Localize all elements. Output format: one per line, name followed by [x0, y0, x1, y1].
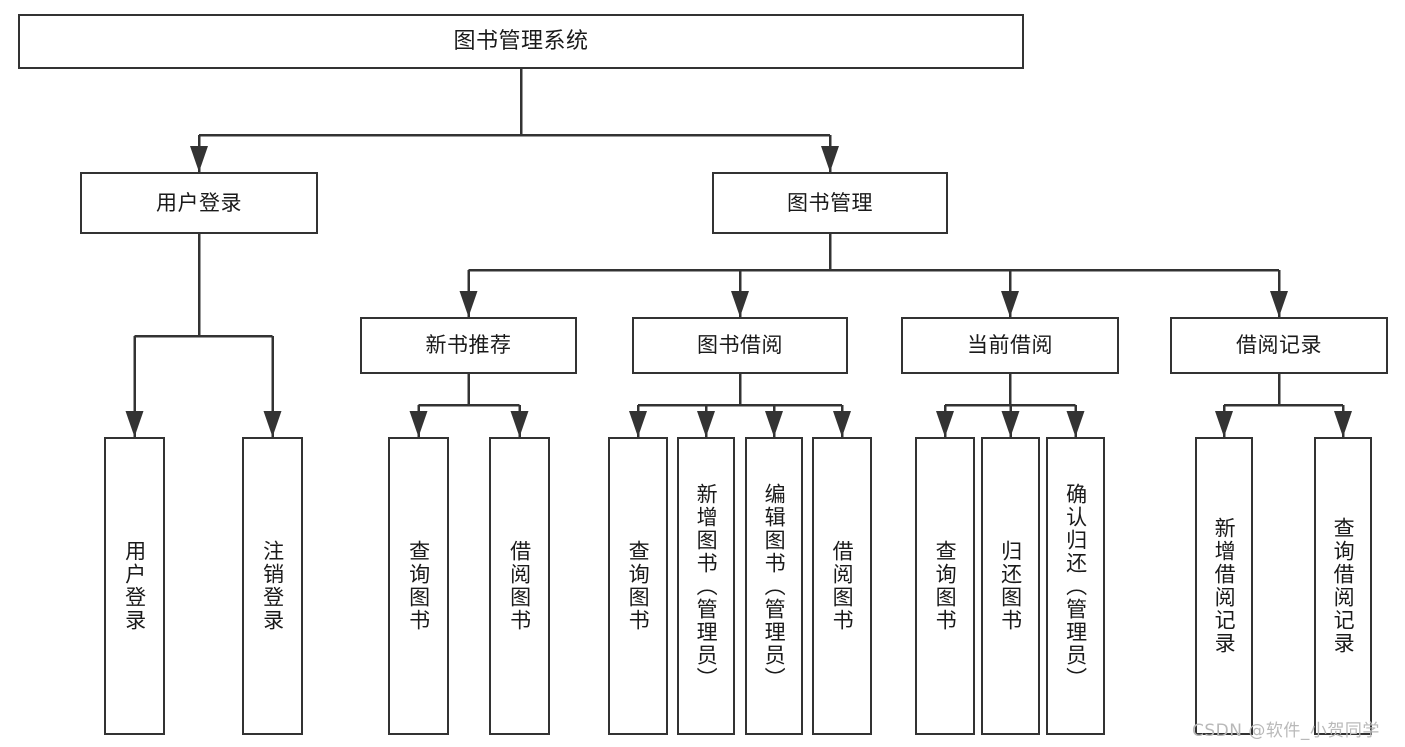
- node-label: 图书借阅: [697, 333, 783, 358]
- arrowhead-icon: [459, 291, 478, 317]
- node-label: 用户登录: [122, 540, 147, 632]
- node-label: 查询借阅记录: [1331, 517, 1356, 655]
- node-cur-return[interactable]: 归还图书: [981, 437, 1040, 735]
- node-records[interactable]: 借阅记录: [1170, 317, 1388, 374]
- arrowhead-icon: [1066, 411, 1085, 437]
- node-label: 查询图书: [626, 540, 651, 632]
- node-login-in[interactable]: 用户登录: [104, 437, 165, 735]
- arrowhead-icon: [190, 146, 208, 172]
- node-label: 用户登录: [156, 190, 242, 215]
- node-label: 借阅记录: [1236, 333, 1322, 358]
- node-label: 借阅图书: [507, 540, 532, 632]
- node-label: 确认归还（管理员）: [1063, 482, 1088, 690]
- node-label: 当前借阅: [967, 333, 1053, 358]
- arrowhead-icon: [409, 411, 428, 437]
- node-cur-query[interactable]: 查询图书: [915, 437, 975, 735]
- node-label: 注销登录: [260, 540, 285, 632]
- arrowhead-icon: [833, 411, 851, 437]
- node-nb-borrow[interactable]: 借阅图书: [489, 437, 550, 735]
- node-label: 新书推荐: [425, 333, 512, 358]
- node-bw-query[interactable]: 查询图书: [608, 437, 668, 735]
- node-login[interactable]: 用户登录: [80, 172, 318, 234]
- arrowhead-icon: [1270, 291, 1288, 317]
- node-root[interactable]: 图书管理系统: [18, 14, 1024, 69]
- node-nb-query[interactable]: 查询图书: [388, 437, 449, 735]
- arrowhead-icon: [263, 411, 282, 437]
- node-label: 图书管理: [787, 190, 873, 215]
- arrowhead-icon: [1001, 291, 1019, 317]
- csdn-watermark: CSDN @软件_小贺同学: [1192, 721, 1380, 741]
- node-login-out[interactable]: 注销登录: [242, 437, 303, 735]
- arrowhead-icon: [821, 146, 839, 172]
- node-bookmgmt[interactable]: 图书管理: [712, 172, 948, 234]
- node-cur-confirm[interactable]: 确认归还（管理员）: [1046, 437, 1105, 735]
- node-borrow[interactable]: 图书借阅: [632, 317, 848, 374]
- node-bw-edit[interactable]: 编辑图书（管理员）: [745, 437, 803, 735]
- arrowhead-icon: [1215, 411, 1233, 437]
- node-current[interactable]: 当前借阅: [901, 317, 1119, 374]
- node-bw-loan[interactable]: 借阅图书: [812, 437, 872, 735]
- node-rec-query[interactable]: 查询借阅记录: [1314, 437, 1372, 735]
- node-rec-add[interactable]: 新增借阅记录: [1195, 437, 1253, 735]
- arrowhead-icon: [936, 411, 954, 437]
- arrowhead-icon: [629, 411, 647, 437]
- node-label: 借阅图书: [830, 540, 855, 632]
- arrowhead-icon: [125, 411, 144, 437]
- node-newbook[interactable]: 新书推荐: [360, 317, 577, 374]
- node-bw-add[interactable]: 新增图书（管理员）: [677, 437, 735, 735]
- arrowhead-icon: [697, 411, 715, 437]
- node-label: 查询图书: [406, 540, 431, 632]
- arrowhead-icon: [1001, 411, 1020, 437]
- node-label: 归还图书: [998, 540, 1023, 632]
- node-label: 图书管理系统: [453, 28, 589, 54]
- arrowhead-icon: [1334, 411, 1352, 437]
- node-label: 新增图书（管理员）: [694, 482, 719, 690]
- arrowhead-icon: [731, 291, 749, 317]
- node-label: 新增借阅记录: [1212, 517, 1237, 655]
- arrowhead-icon: [765, 411, 783, 437]
- node-label: 编辑图书（管理员）: [762, 482, 787, 690]
- node-label: 查询图书: [933, 540, 958, 632]
- arrowhead-icon: [510, 411, 529, 437]
